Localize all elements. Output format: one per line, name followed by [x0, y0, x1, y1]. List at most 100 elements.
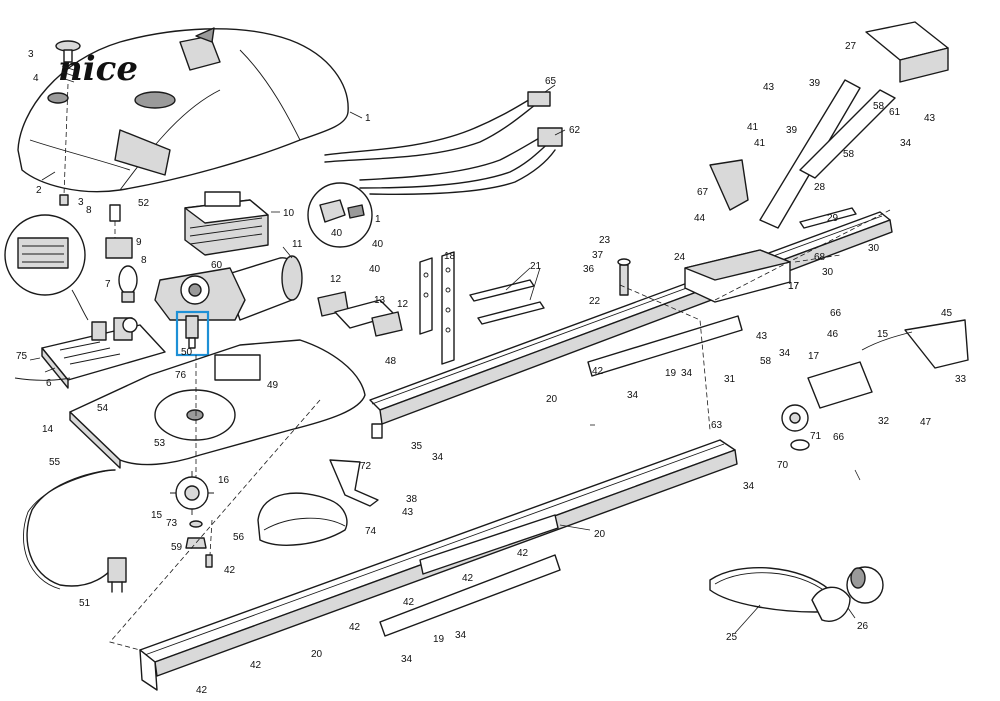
- part-label: 34: [432, 452, 444, 463]
- part-label: 62: [569, 125, 581, 136]
- part-label: 54: [97, 403, 109, 414]
- part-50-highlight: [175, 310, 210, 357]
- part-label: 41: [754, 138, 766, 149]
- part-label: 46: [827, 329, 839, 340]
- part-label: 30: [822, 267, 834, 278]
- part-label: 8: [86, 205, 92, 216]
- drive-sprocket: [170, 355, 214, 568]
- part-label: 42: [592, 366, 604, 377]
- part-label: 17: [808, 351, 820, 362]
- part-label: 23: [599, 235, 611, 246]
- part-label: 44: [694, 213, 706, 224]
- part-label: 34: [455, 630, 467, 641]
- part-label: 72: [360, 461, 372, 472]
- part-label: 51: [79, 598, 91, 609]
- part-label: 9: [136, 237, 142, 248]
- part-label: 47: [920, 417, 932, 428]
- part-label: 38: [406, 494, 418, 505]
- part-label: 52: [138, 198, 150, 209]
- part-label: 34: [681, 368, 693, 379]
- part-label: 22: [589, 296, 601, 307]
- part-label: 42: [403, 597, 415, 608]
- part-label: 28: [814, 182, 826, 193]
- part-label: 66: [830, 308, 842, 319]
- part-label: 13: [374, 295, 386, 306]
- part-label: 75: [16, 351, 28, 362]
- part-label: 7: [105, 279, 111, 290]
- part-label: 59: [171, 542, 183, 553]
- part-label: 6: [46, 378, 52, 389]
- part-label: 42: [517, 548, 529, 559]
- part-label: 56: [233, 532, 245, 543]
- part-label: 58: [843, 149, 855, 160]
- part-label: 42: [196, 685, 208, 696]
- part-label: 40: [331, 228, 343, 239]
- part-label: 34: [401, 654, 413, 665]
- part-label: 31: [724, 374, 736, 385]
- wiring-harnesses: [324, 91, 563, 195]
- part-label: 41: [747, 122, 759, 133]
- part-label: 8: [141, 255, 147, 266]
- part-label: 70: [777, 460, 789, 471]
- part-label: 61: [889, 107, 901, 118]
- part-label: 20: [594, 529, 606, 540]
- part-label: 20: [546, 394, 558, 405]
- base-plate: [69, 339, 366, 469]
- part-label: 58: [873, 101, 885, 112]
- cover-bracket: [257, 459, 379, 546]
- part-label: 37: [592, 250, 604, 261]
- transformer: [184, 191, 269, 256]
- part-label: 20: [311, 649, 323, 660]
- part-label: 43: [402, 507, 414, 518]
- motor-cover: nice: [17, 27, 349, 193]
- rail-joint-plates: [379, 315, 743, 637]
- wall-bracket: [759, 21, 949, 229]
- part-label: 14: [42, 424, 54, 435]
- part-label: 74: [365, 526, 377, 537]
- part-label: 60: [211, 260, 223, 271]
- part-label: 76: [175, 370, 187, 381]
- part-label: 34: [743, 481, 755, 492]
- part-label: 42: [250, 660, 262, 671]
- part-label: 50: [181, 347, 193, 358]
- part-label: 39: [786, 125, 798, 136]
- gear-motor: [154, 255, 303, 321]
- part-label: 16: [218, 475, 230, 486]
- part-label: 10: [283, 208, 295, 219]
- part-label: 1: [365, 113, 371, 124]
- part-label: 42: [349, 622, 361, 633]
- part-label: 19: [433, 634, 445, 645]
- limit-switch-detail: [307, 182, 373, 248]
- part-label: 3: [78, 197, 84, 208]
- part-label: 73: [166, 518, 178, 529]
- part-label: 17: [788, 281, 800, 292]
- part-label: 17: [788, 281, 800, 292]
- part-label: 36: [583, 264, 595, 275]
- part-label: 43: [763, 82, 775, 93]
- part-label: 40: [372, 239, 384, 250]
- part-label: 63: [711, 420, 723, 431]
- part-label: 18: [444, 251, 456, 262]
- part-label: 34: [900, 138, 912, 149]
- part-label: 3: [28, 49, 34, 60]
- part-label: 65: [545, 76, 557, 87]
- part-label: 43: [924, 113, 936, 124]
- part-label: 40: [369, 264, 381, 275]
- part-label: 4: [33, 73, 39, 84]
- part-label: 58: [760, 356, 772, 367]
- lamp-bulb: [118, 265, 138, 303]
- part-label: 34: [779, 348, 791, 359]
- part-label: 19: [665, 368, 677, 379]
- leader-lines: [29, 84, 861, 634]
- part-label: 67: [697, 187, 709, 198]
- part-label: 35: [411, 441, 423, 452]
- part-label: 34: [627, 390, 639, 401]
- part-label: 42: [462, 573, 474, 584]
- part-label: 66: [833, 432, 845, 443]
- control-board: [14, 317, 166, 389]
- part-label: 48: [385, 356, 397, 367]
- power-cable: [23, 469, 127, 593]
- mounting-brackets: [419, 251, 455, 365]
- lamp-holder: [105, 204, 133, 259]
